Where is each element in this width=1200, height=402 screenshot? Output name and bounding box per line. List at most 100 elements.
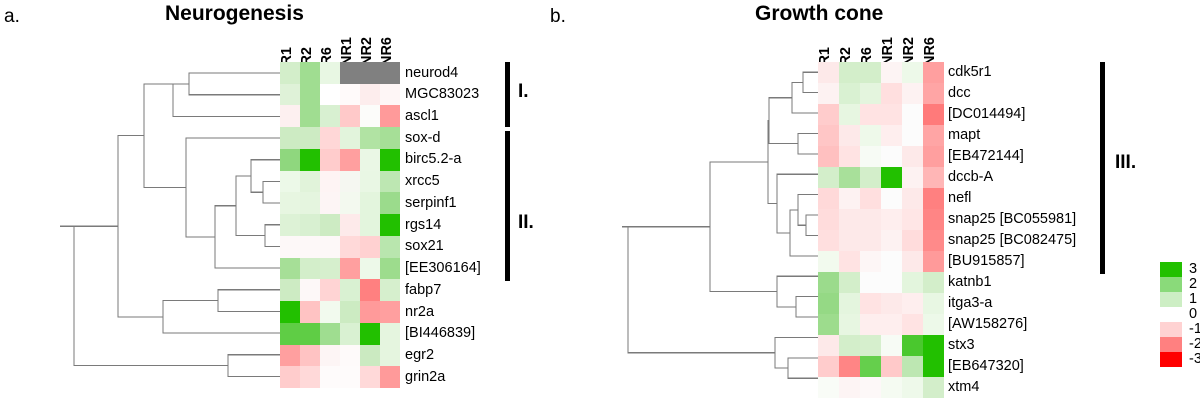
- heatmap-cell[interactable]: [818, 146, 839, 167]
- heatmap-cell[interactable]: [860, 356, 881, 377]
- heatmap-cell[interactable]: [280, 105, 300, 128]
- heatmap-cell[interactable]: [360, 279, 380, 302]
- heatmap-cell[interactable]: [860, 188, 881, 209]
- heatmap-cell[interactable]: [902, 167, 923, 188]
- heatmap-cell[interactable]: [280, 344, 300, 367]
- heatmap-cell[interactable]: [923, 314, 944, 335]
- heatmap-cell[interactable]: [340, 344, 360, 367]
- heatmap-cell[interactable]: [380, 170, 400, 193]
- heatmap-cell[interactable]: [881, 293, 902, 314]
- heatmap-cell[interactable]: [280, 366, 300, 388]
- heatmap-cell[interactable]: [360, 127, 380, 149]
- panel-a-heatmap[interactable]: [280, 62, 400, 388]
- heatmap-cell[interactable]: [860, 83, 881, 104]
- heatmap-cell[interactable]: [860, 272, 881, 293]
- heatmap-cell[interactable]: [300, 214, 320, 236]
- heatmap-cell[interactable]: [380, 257, 400, 280]
- heatmap-cell[interactable]: [360, 192, 380, 215]
- heatmap-cell[interactable]: [300, 170, 320, 193]
- heatmap-cell[interactable]: [818, 167, 839, 188]
- heatmap-cell[interactable]: [380, 127, 400, 149]
- heatmap-cell[interactable]: [902, 251, 923, 272]
- heatmap-cell[interactable]: [380, 344, 400, 367]
- heatmap-cell[interactable]: [818, 83, 839, 104]
- heatmap-cell[interactable]: [320, 301, 340, 323]
- heatmap-cell[interactable]: [280, 235, 300, 258]
- heatmap-cell[interactable]: [881, 146, 902, 167]
- heatmap-cell[interactable]: [340, 279, 360, 302]
- panel-b-heatmap[interactable]: [818, 62, 944, 398]
- heatmap-cell[interactable]: [818, 272, 839, 293]
- heatmap-cell[interactable]: [818, 62, 839, 83]
- heatmap-cell[interactable]: [860, 251, 881, 272]
- heatmap-cell[interactable]: [923, 62, 944, 83]
- heatmap-cell[interactable]: [380, 62, 400, 84]
- heatmap-cell[interactable]: [360, 301, 380, 323]
- heatmap-cell[interactable]: [923, 83, 944, 104]
- heatmap-cell[interactable]: [280, 62, 300, 84]
- heatmap-cell[interactable]: [300, 257, 320, 280]
- heatmap-cell[interactable]: [320, 62, 340, 84]
- heatmap-cell[interactable]: [320, 344, 340, 367]
- heatmap-cell[interactable]: [280, 127, 300, 149]
- heatmap-cell[interactable]: [902, 125, 923, 146]
- heatmap-cell[interactable]: [818, 335, 839, 356]
- heatmap-cell[interactable]: [860, 377, 881, 398]
- heatmap-cell[interactable]: [818, 125, 839, 146]
- heatmap-cell[interactable]: [340, 127, 360, 149]
- heatmap-cell[interactable]: [300, 322, 320, 345]
- heatmap-cell[interactable]: [881, 356, 902, 377]
- heatmap-cell[interactable]: [320, 257, 340, 280]
- heatmap-cell[interactable]: [923, 293, 944, 314]
- heatmap-cell[interactable]: [902, 188, 923, 209]
- heatmap-cell[interactable]: [300, 105, 320, 128]
- heatmap-cell[interactable]: [360, 344, 380, 367]
- heatmap-cell[interactable]: [280, 83, 300, 106]
- heatmap-cell[interactable]: [923, 251, 944, 272]
- heatmap-cell[interactable]: [839, 251, 860, 272]
- heatmap-cell[interactable]: [320, 192, 340, 215]
- heatmap-cell[interactable]: [839, 125, 860, 146]
- heatmap-cell[interactable]: [860, 167, 881, 188]
- heatmap-cell[interactable]: [280, 192, 300, 215]
- heatmap-cell[interactable]: [839, 377, 860, 398]
- heatmap-cell[interactable]: [320, 214, 340, 236]
- heatmap-cell[interactable]: [923, 104, 944, 125]
- heatmap-cell[interactable]: [818, 377, 839, 398]
- heatmap-cell[interactable]: [320, 83, 340, 106]
- heatmap-cell[interactable]: [320, 127, 340, 149]
- heatmap-cell[interactable]: [320, 105, 340, 128]
- heatmap-cell[interactable]: [860, 62, 881, 83]
- heatmap-cell[interactable]: [280, 279, 300, 302]
- heatmap-cell[interactable]: [320, 148, 340, 171]
- heatmap-cell[interactable]: [280, 257, 300, 280]
- heatmap-cell[interactable]: [860, 104, 881, 125]
- heatmap-cell[interactable]: [320, 170, 340, 193]
- heatmap-cell[interactable]: [360, 366, 380, 388]
- heatmap-cell[interactable]: [380, 279, 400, 302]
- heatmap-cell[interactable]: [902, 272, 923, 293]
- heatmap-cell[interactable]: [340, 83, 360, 106]
- heatmap-cell[interactable]: [300, 279, 320, 302]
- heatmap-cell[interactable]: [320, 235, 340, 258]
- heatmap-cell[interactable]: [923, 335, 944, 356]
- heatmap-cell[interactable]: [280, 322, 300, 345]
- heatmap-cell[interactable]: [380, 192, 400, 215]
- heatmap-cell[interactable]: [923, 209, 944, 230]
- heatmap-cell[interactable]: [340, 170, 360, 193]
- heatmap-cell[interactable]: [340, 148, 360, 171]
- heatmap-cell[interactable]: [818, 314, 839, 335]
- heatmap-cell[interactable]: [860, 146, 881, 167]
- heatmap-cell[interactable]: [818, 293, 839, 314]
- heatmap-cell[interactable]: [340, 62, 360, 84]
- heatmap-cell[interactable]: [860, 230, 881, 251]
- heatmap-cell[interactable]: [300, 83, 320, 106]
- heatmap-cell[interactable]: [340, 214, 360, 236]
- heatmap-cell[interactable]: [881, 251, 902, 272]
- heatmap-cell[interactable]: [818, 209, 839, 230]
- heatmap-cell[interactable]: [839, 356, 860, 377]
- heatmap-cell[interactable]: [300, 127, 320, 149]
- heatmap-cell[interactable]: [839, 104, 860, 125]
- heatmap-cell[interactable]: [280, 214, 300, 236]
- heatmap-cell[interactable]: [818, 104, 839, 125]
